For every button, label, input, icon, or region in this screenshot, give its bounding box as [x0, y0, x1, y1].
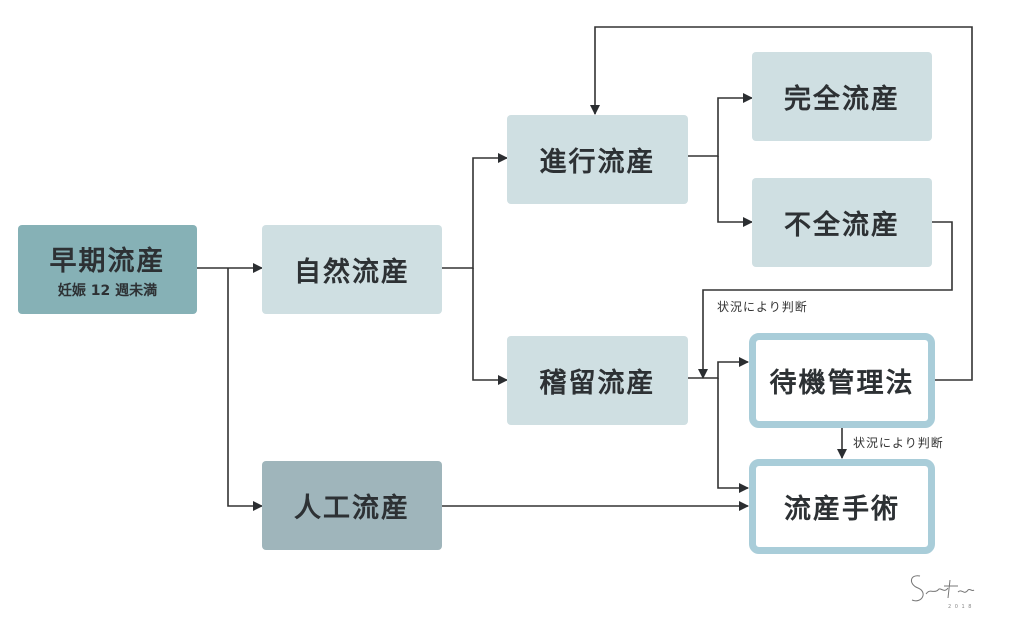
- edge-missed-expectant: [688, 357, 749, 379]
- note-judgement-bottom: 状況により判断: [853, 436, 944, 450]
- edge-natural-progressive: [442, 153, 508, 269]
- node-label: 進行流産: [539, 147, 656, 178]
- edge-incomplete-back: [698, 221, 953, 379]
- note-judgement-top: 状況により判断: [717, 300, 808, 314]
- edge-expectant-progressive: [590, 26, 973, 381]
- edge-progressive-incomplete: [717, 156, 753, 227]
- signature-logo: 2 0 1 8: [911, 575, 975, 610]
- node-label: 人工流産: [294, 493, 410, 524]
- node-label: 自然流産: [294, 257, 410, 288]
- node-sublabel: 妊娠 12 週未満: [57, 283, 158, 299]
- node-label: 完全流産: [784, 84, 900, 115]
- edge-progressive-complete: [688, 93, 753, 157]
- node-incomplete-miscarriage: 不全流産: [752, 178, 932, 267]
- node-label: 早期流産: [49, 246, 166, 277]
- edge-early-artificial: [227, 268, 263, 511]
- node-natural-miscarriage: 自然流産: [262, 225, 442, 314]
- svg-text:2 0 1 8: 2 0 1 8: [948, 604, 973, 610]
- edge-natural-missed: [472, 268, 508, 385]
- node-expectant-management: 待機管理法: [749, 333, 935, 428]
- node-label: 稽留流産: [539, 368, 656, 399]
- node-progressive-miscarriage: 進行流産: [507, 115, 688, 204]
- node-label: 待機管理法: [769, 368, 915, 399]
- node-complete-miscarriage: 完全流産: [752, 52, 932, 141]
- node-artificial-abortion: 人工流産: [262, 461, 442, 550]
- node-early-miscarriage: 早期流産 妊娠 12 週未満: [18, 225, 197, 314]
- node-missed-miscarriage: 稽留流産: [507, 336, 688, 425]
- node-label: 不全流産: [784, 210, 900, 241]
- node-surgery: 流産手術: [749, 459, 935, 554]
- edge-missed-surgery: [717, 378, 749, 493]
- node-label: 流産手術: [784, 494, 900, 525]
